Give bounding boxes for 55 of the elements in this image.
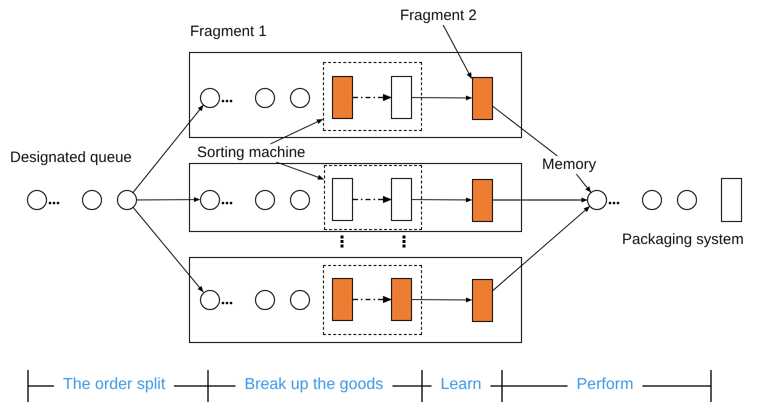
goods-bin xyxy=(721,178,742,222)
queue-circle xyxy=(290,290,310,310)
goods-bin xyxy=(391,278,412,321)
queue-circle xyxy=(587,190,607,210)
callout-text: Packaging system xyxy=(622,231,744,249)
queue-circle xyxy=(290,190,310,210)
arrow xyxy=(136,197,200,202)
callout-text: Designated queue xyxy=(10,149,132,167)
arrow xyxy=(353,94,392,102)
arrow xyxy=(132,207,204,292)
phase-label: Learn xyxy=(440,376,482,394)
arrow xyxy=(412,297,472,302)
queue-circle xyxy=(200,290,220,310)
queue-circle xyxy=(290,88,310,108)
queue-circle xyxy=(254,88,274,108)
phase-label: The order split xyxy=(63,376,166,394)
goods-bin xyxy=(472,76,492,120)
phase-label: Break up the goods xyxy=(244,376,384,394)
panel-heading: Fragment 1 xyxy=(190,23,267,41)
fragment-panel xyxy=(189,257,522,343)
goods-bin xyxy=(472,178,492,222)
sorting-machine-box xyxy=(324,164,422,230)
queue-circle xyxy=(642,190,662,210)
arrow xyxy=(576,174,592,193)
phase-label: Perform xyxy=(576,376,634,394)
arrow xyxy=(276,162,324,180)
queue-circle xyxy=(200,88,220,108)
arrow xyxy=(492,197,588,203)
arrow xyxy=(132,104,204,193)
arrow xyxy=(270,118,324,144)
goods-bin xyxy=(332,178,353,221)
arrow xyxy=(442,24,472,79)
callout-text: Memory xyxy=(540,156,598,174)
queue-circle xyxy=(82,190,102,210)
arrow xyxy=(412,197,472,202)
goods-bin xyxy=(332,76,353,119)
goods-bin xyxy=(391,178,412,221)
arrow xyxy=(492,206,590,292)
queue-circle xyxy=(200,190,220,210)
sorting-machine-box xyxy=(322,264,422,334)
queue-circle xyxy=(677,190,697,210)
callout-text: Sorting machine xyxy=(195,144,308,162)
queue-circle xyxy=(117,190,137,210)
arrow xyxy=(412,95,472,100)
arrow xyxy=(353,196,392,204)
goods-bin xyxy=(391,76,412,119)
sorting-machine-box xyxy=(322,62,422,130)
arrow xyxy=(353,296,392,304)
queue-circle xyxy=(254,190,274,210)
queue-circle xyxy=(27,190,47,210)
goods-bin xyxy=(472,278,492,322)
queue-circle xyxy=(254,290,274,310)
callout-text: Fragment 2 xyxy=(398,7,479,25)
fragment-panel xyxy=(189,163,522,232)
goods-bin xyxy=(332,278,353,321)
